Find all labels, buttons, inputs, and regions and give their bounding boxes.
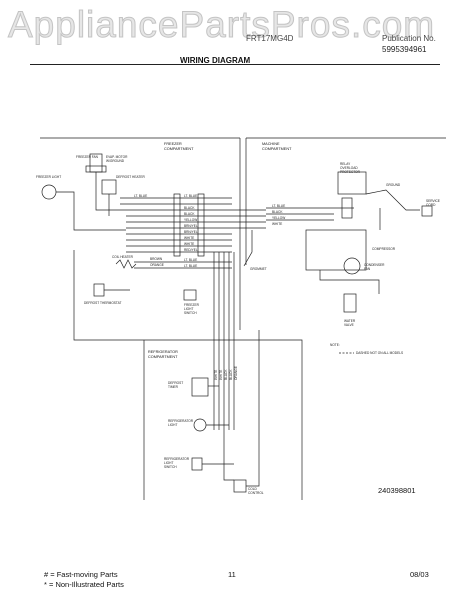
defrost-thermostat-shape [93,283,105,297]
wiring-diagram: FREEZER COMPARTMENT MACHINE COMPARTMENT … [36,137,446,500]
water-valve-label: WATER [344,319,356,323]
defrost-timer-label: DEFROST [168,381,183,385]
svg-text:LIGHT: LIGHT [184,307,193,311]
revision-date: 08/03 [410,570,429,579]
refrigerator-compartment-label: REFRIGERATOR [148,350,178,354]
freezer-compartment-border [40,137,241,330]
water-valve-shape [343,293,357,313]
refrigerator-light-switch-label: REFRIGERATOR [164,457,190,461]
svg-text:BLACK: BLACK [184,212,195,216]
ground-label: GROUND [386,183,401,187]
compressor-shape [305,229,367,271]
svg-text:WHITE: WHITE [184,236,194,240]
coil-heater-label: COIL HEATER [112,255,134,259]
defrost-timer-shape [191,377,209,397]
cold-control-label: COLD [248,487,258,491]
publication-number: 5995394961 [382,45,427,54]
svg-text:VALVE: VALVE [344,323,354,327]
orange-wire-label: ORANGE [150,263,164,267]
wire-color-labels: LT. BLUE LT. BLUE BLACK BLACK YELLOW BRN… [134,194,198,268]
svg-text:PROTECTOR: PROTECTOR [340,170,361,174]
machine-wire-labels: LT. BLUE BLACK YELLOW WHITE [272,204,285,226]
svg-text:BLACK: BLACK [272,210,283,214]
freezer-light-switch-label: FREEZER [184,303,200,307]
svg-text:BRN/YEL: BRN/YEL [184,224,198,228]
svg-text:COMPARTMENT: COMPARTMENT [164,147,194,151]
freezer-fan-label: FREEZER FAN [76,155,99,159]
condenser-fan-shape [343,257,361,275]
svg-text:LIGHT: LIGHT [168,423,177,427]
svg-text:SWITCH: SWITCH [184,311,197,315]
refrigerator-light-label: REFRIGERATOR [168,419,194,423]
legend-non-illustrated: * = Non-Illustrated Parts [44,580,124,589]
svg-text:W/GROUND: W/GROUND [106,159,125,163]
diagram-part-number: 240398801 [378,486,416,495]
freezer-compartment-label: FREEZER [164,142,182,146]
svg-text:LT. BLUE: LT. BLUE [184,194,197,198]
svg-text:BLACK: BLACK [229,369,233,380]
svg-text:WHITE: WHITE [184,242,194,246]
publication-label: Publication No. [382,34,436,43]
note-dashed-text: DASHED NOT ON ALL MODELS [356,351,403,355]
grommet-label: GROMMET [250,267,267,271]
service-cord-plug [421,205,433,217]
page-title: WIRING DIAGRAM [180,56,251,65]
svg-text:CONTROL: CONTROL [248,491,264,495]
svg-text:RED/YEL: RED/YEL [184,248,198,252]
freezer-light-shape [41,184,57,200]
svg-text:LT. BLUE: LT. BLUE [134,194,147,198]
refrigerator-light-shape [193,418,207,432]
defrost-thermostat-label: DEFROST THERMOSTAT [84,301,122,305]
watermark-text: AppliancePartsPros.com [7,4,436,46]
brown-wire-label: BROWN [150,257,163,261]
model-number: FRT17MG4D [246,34,294,43]
note-title: NOTE: [330,343,340,347]
svg-text:YELLOW: YELLOW [184,218,197,222]
svg-text:YELLOW: YELLOW [272,216,285,220]
freezer-light-switch-shape [183,289,197,301]
connector-block-a [173,193,181,257]
relay-overload-label: RELAY [340,162,351,166]
svg-text:OVERLOAD: OVERLOAD [340,166,358,170]
svg-text:WHITE: WHITE [272,222,282,226]
svg-text:COMPARTMENT: COMPARTMENT [262,147,292,151]
svg-text:BRN/YEL: BRN/YEL [184,230,198,234]
svg-text:TIMER: TIMER [168,385,179,389]
page-number: 11 [228,570,236,579]
svg-text:FAN: FAN [364,267,371,271]
svg-text:LT. BLUE: LT. BLUE [184,264,197,268]
svg-text:WHITE: WHITE [214,370,218,380]
svg-text:CORD: CORD [426,203,436,207]
svg-text:BLACK: BLACK [184,206,195,210]
vertical-wire-labels: WHITE WHITE BLACK BLACK ORANGE [214,366,238,380]
svg-text:LT. BLUE: LT. BLUE [184,258,197,262]
title-divider [30,64,440,65]
svg-text:WHITE: WHITE [219,370,223,380]
defrost-heater-label: DEFROST HEATER [116,175,145,179]
svg-text:COMPARTMENT: COMPARTMENT [148,355,178,359]
refrigerator-compartment-border [143,339,303,500]
svg-text:BLACK: BLACK [224,369,228,380]
evap-motor-label: EVAP. MOTOR [106,155,128,159]
machine-compartment-label: MACHINE [262,142,280,146]
svg-text:LIGHT: LIGHT [164,461,173,465]
compressor-label: COMPRESSOR [372,247,396,251]
freezer-light-label: FREEZER LIGHT [36,175,61,179]
service-cord-label: SERVICE [426,199,440,203]
refrigerator-light-switch-shape [191,457,203,471]
svg-text:ORANGE: ORANGE [234,366,238,380]
coil-heater-shape [115,259,137,269]
svg-text:SWITCH: SWITCH [164,465,177,469]
relay-overload-shape [337,171,367,195]
machine-compartment-border [245,137,446,265]
svg-text:LT. BLUE: LT. BLUE [272,204,285,208]
condenser-fan-label: CONDENSER [364,263,385,267]
cold-control-shape [233,479,247,493]
connector-block-b [197,193,205,257]
legend-fast-moving: # = Fast-moving Parts [44,570,118,579]
